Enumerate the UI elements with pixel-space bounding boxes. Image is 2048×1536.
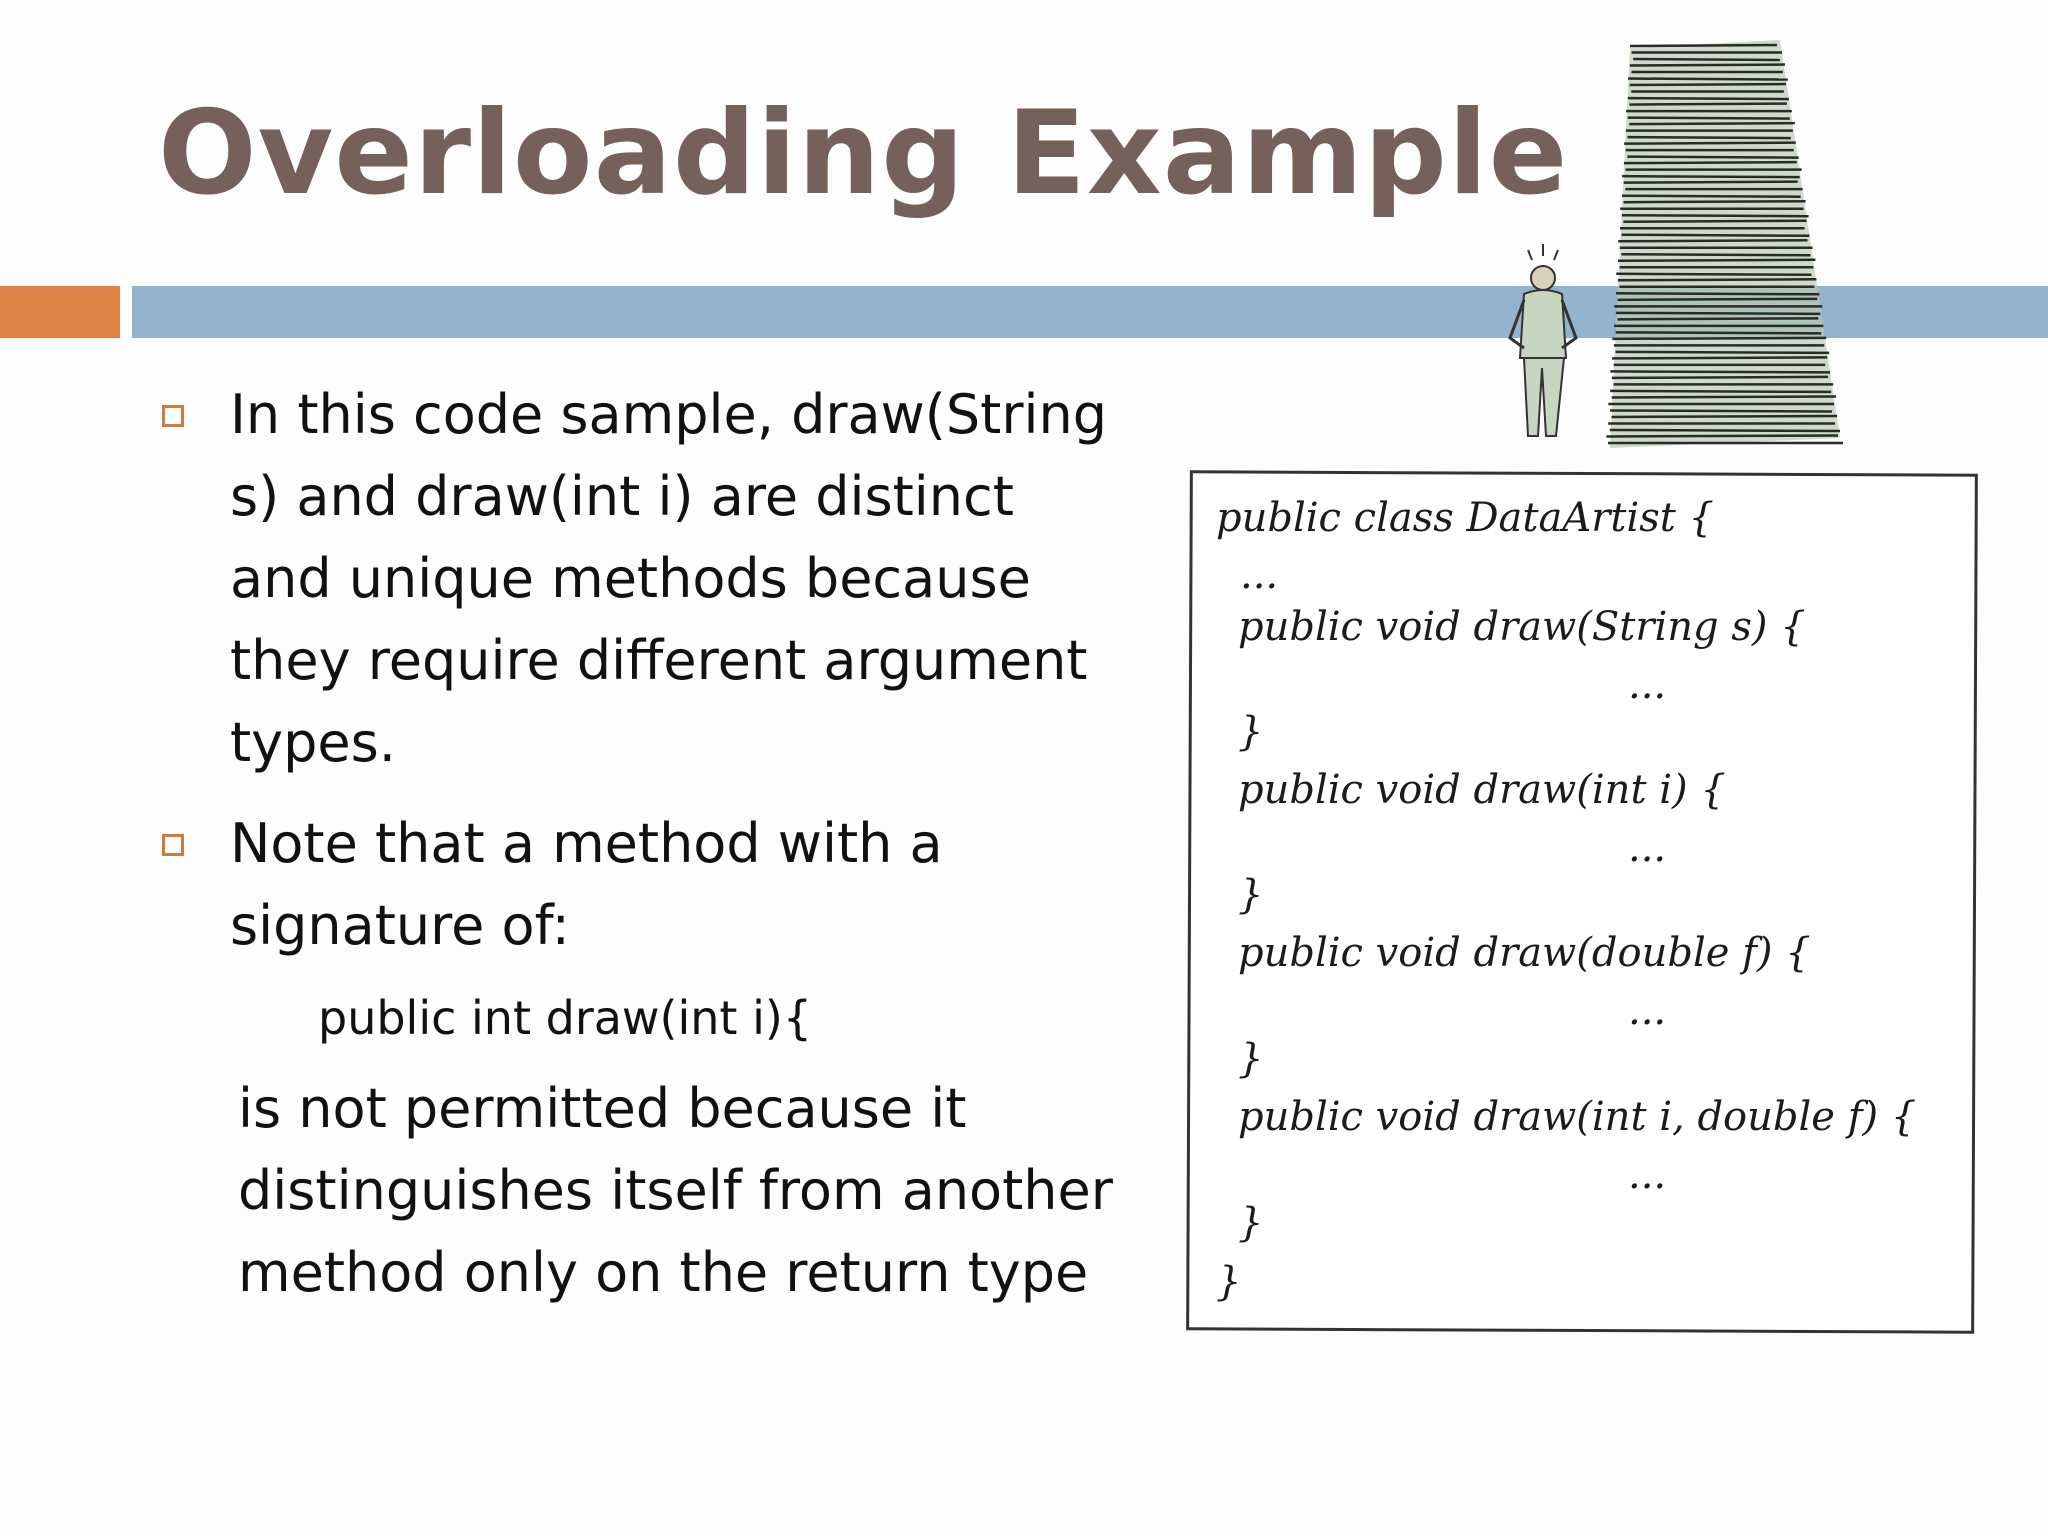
bullet-text: In this code sample, draw(String s) and … xyxy=(230,383,1108,774)
slide-title: Overloading Example xyxy=(158,86,1569,221)
man-figure xyxy=(1508,244,1578,437)
code-line: ... xyxy=(1628,1152,1667,1198)
accent-bar xyxy=(0,286,120,338)
code-line: public void draw(int i) { xyxy=(1238,767,1726,813)
paper-stack xyxy=(1606,40,1843,448)
explanation-text: is not permitted because it distinguishe… xyxy=(238,1077,1113,1304)
code-line: ... xyxy=(1628,825,1667,871)
code-line: public void draw(double f) { xyxy=(1238,930,1811,976)
code-sample-box xyxy=(1186,470,1978,1334)
code-line: public void draw(String s) { xyxy=(1238,604,1806,650)
paper-stack-illustration xyxy=(1508,40,1843,448)
code-line: } xyxy=(1238,1036,1264,1082)
bullet-text: Note that a method with a signature of: xyxy=(230,812,943,957)
bullet-marker xyxy=(162,834,184,856)
code-line: ... xyxy=(1628,662,1667,708)
code-line: } xyxy=(1216,1259,1242,1305)
code-line: } xyxy=(1238,709,1264,755)
bullet-marker xyxy=(162,405,184,427)
code-line: public void draw(int i, double f) { xyxy=(1238,1094,1917,1140)
code-line: } xyxy=(1238,1200,1264,1246)
code-line: } xyxy=(1238,872,1264,918)
code-line: ... xyxy=(1628,988,1667,1034)
method-signature: public int draw(int i){ xyxy=(318,991,813,1045)
code-line: ... xyxy=(1240,552,1279,598)
code-line: public class DataArtist { xyxy=(1216,495,1714,541)
